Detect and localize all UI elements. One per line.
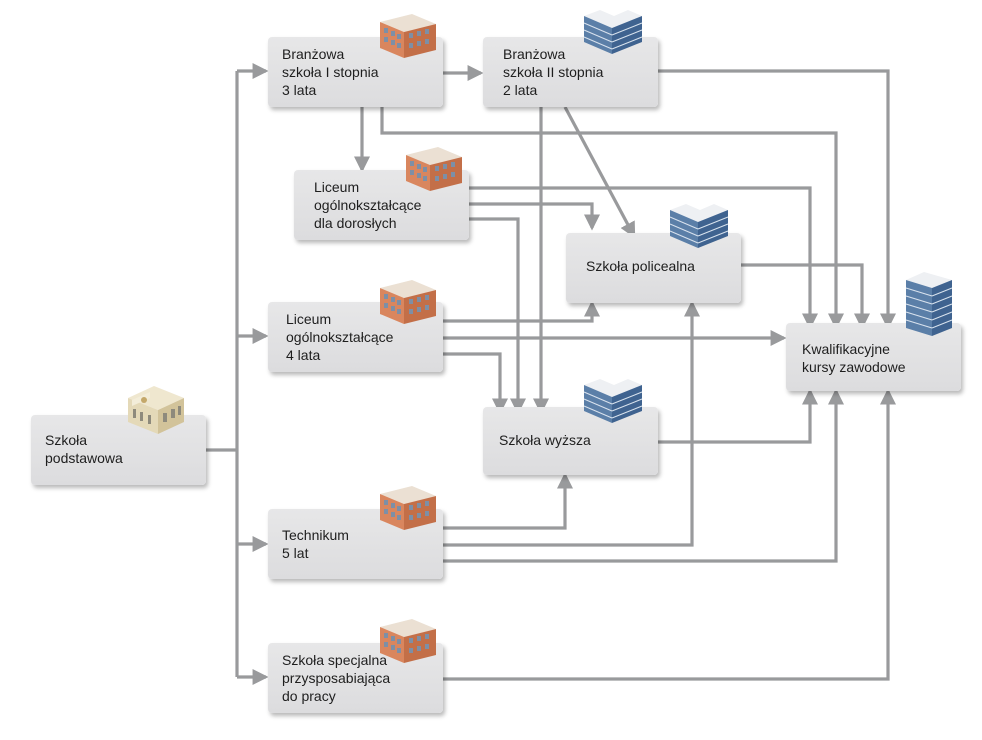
- edge-lo-dorosli-wyzsza: [469, 217, 526, 415]
- node-label-line: Branżowa: [503, 46, 566, 62]
- classic-building-icon: [128, 386, 184, 434]
- edge-specjalna-kursy: [443, 388, 896, 681]
- node-label-line: Kwalifikacyjne: [802, 341, 890, 357]
- node-label-line: 3 lata: [282, 82, 317, 98]
- node-label-line: szkoła II stopnia: [503, 64, 604, 80]
- node-szkola-wyzsza: Szkoła wyższa: [483, 407, 658, 475]
- node-szkola-podstawowa: Szkoła podstawowa: [31, 415, 206, 485]
- edge-podstawowa-trunk: [206, 71, 239, 677]
- node-label-line: 2 lata: [503, 82, 538, 98]
- node-label-line: dla dorosłych: [314, 215, 397, 231]
- edge-technikum-wyzsza: [443, 472, 573, 530]
- edge-technikum-policealna: [443, 300, 700, 547]
- node-szkola-policealna: Szkoła policealna: [566, 233, 741, 303]
- edge-branzowa2-policealna: [563, 106, 636, 239]
- node-label-line: Szkoła policealna: [586, 258, 695, 274]
- brick-building-icon: [380, 619, 436, 663]
- edge-wyzsza-kursy: [658, 388, 818, 444]
- node-branzowa-2: Branżowa szkoła II stopnia 2 lata: [483, 37, 658, 107]
- edge-lo-dorosli-policealna: [469, 202, 600, 231]
- glass-office-icon: [583, 379, 643, 423]
- edge-lo-dorosli-kursy: [469, 186, 818, 330]
- brick-building-icon: [380, 486, 436, 530]
- node-label-line: Szkoła: [45, 432, 88, 448]
- node-technikum: Technikum 5 lat: [268, 509, 443, 579]
- node-lo-dorosli: Liceum ogólnokształcące dla dorosłych: [294, 170, 469, 240]
- edge-technikum-kursy: [443, 388, 844, 563]
- node-label-line: do pracy: [282, 688, 336, 704]
- glass-office-icon: [669, 204, 729, 248]
- node-label-line: przysposabiająca: [282, 670, 391, 686]
- glass-tower-icon: [905, 272, 953, 336]
- node-label-line: Szkoła specjalna: [282, 652, 388, 668]
- brick-building-icon: [380, 14, 436, 58]
- node-label-line: Liceum: [286, 311, 332, 327]
- brick-building-icon: [406, 147, 462, 191]
- edge-branzowa2-kursy: [658, 69, 896, 330]
- node-label-line: 4 lata: [286, 347, 321, 363]
- node-label-line: ogólnokształcące: [314, 197, 422, 213]
- node-label-line: szkoła I stopnia: [282, 64, 379, 80]
- node-label-line: Liceum: [314, 179, 360, 195]
- brick-building-icon: [380, 280, 436, 324]
- edge-lo-wyzsza: [443, 352, 508, 415]
- edge-policealna-kursy: [741, 263, 870, 330]
- node-label-line: podstawowa: [45, 450, 123, 466]
- node-label-line: ogólnokształcące: [286, 329, 394, 345]
- edge-branzowa1-kursy: [380, 107, 844, 330]
- node-label-line: 5 lat: [282, 545, 309, 561]
- node-label-line: Szkoła wyższa: [499, 432, 591, 448]
- node-label-line: Technikum: [282, 527, 349, 543]
- node-label-line: Branżowa: [282, 46, 345, 62]
- glass-office-icon: [583, 10, 643, 54]
- node-label-line: kursy zawodowe: [802, 359, 906, 375]
- edge-lo-policealna: [443, 300, 600, 323]
